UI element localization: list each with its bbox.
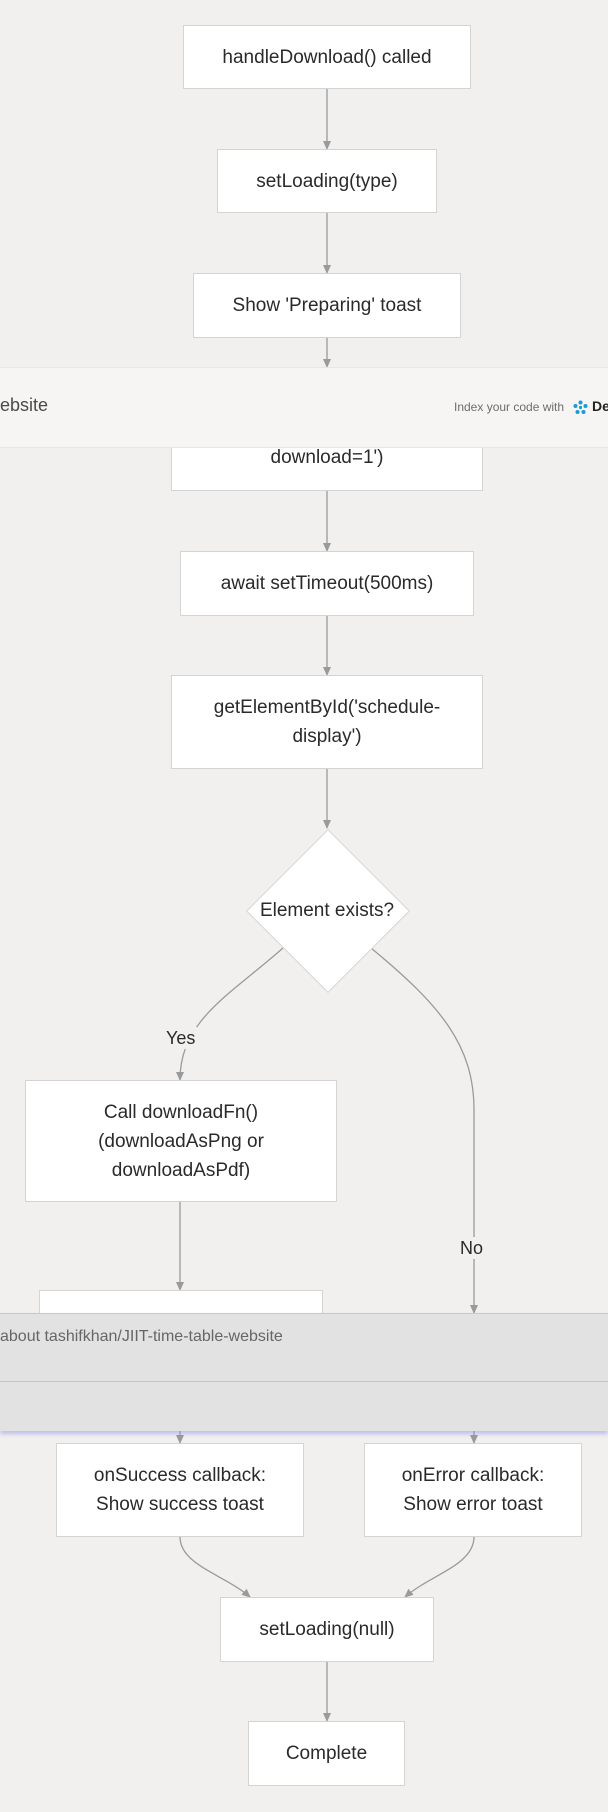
brand-name-fragment[interactable]: De	[592, 398, 608, 414]
set-loading-node: setLoading(type)	[217, 149, 437, 213]
call-download-label-line2: (downloadAsPng or	[98, 1130, 264, 1152]
handle-download-node: handleDownload() called	[183, 25, 471, 89]
call-download-label-line1: Call downloadFn()	[103, 1101, 259, 1123]
call-download-label-line3: downloadAsPdf)	[111, 1159, 251, 1181]
complete-label: Complete	[285, 1743, 368, 1764]
call-download-node: Call downloadFn() (downloadAsPng or down…	[25, 1080, 337, 1202]
on-success-label-line2: Show success toast	[96, 1494, 264, 1515]
ask-bar-divider	[0, 1381, 608, 1382]
edge-onsuccess-to-setloadingnull	[179, 1536, 251, 1598]
handle-download-label: handleDownload() called	[222, 46, 432, 68]
set-loading-null-node: setLoading(null)	[220, 1597, 434, 1662]
ask-question-placeholder[interactable]: about tashifkhan/JIIT-time-table-website	[0, 1328, 283, 1345]
await-timeout-node: await setTimeout(500ms)	[180, 551, 474, 616]
complete-node: Complete	[248, 1721, 405, 1786]
yes-edge-label: Yes	[164, 1027, 198, 1049]
get-element-label-line1: getElementById('schedule-	[213, 697, 441, 718]
brand-logo-icon[interactable]	[573, 400, 588, 415]
edge-decision-no	[370, 947, 478, 1314]
edge-onerror-to-setloadingnull	[404, 1536, 475, 1598]
on-error-label-line1: onError callback:	[401, 1465, 545, 1486]
partial-download-label: download=1')	[270, 447, 384, 468]
decision-label: Element exists?	[247, 870, 407, 950]
repo-title-fragment[interactable]: ebsite	[0, 395, 49, 415]
index-code-text: Index your code with	[454, 400, 565, 414]
ask-question-bar[interactable]: about tashifkhan/JIIT-time-table-website	[0, 1313, 608, 1431]
on-error-label-line2: Show error toast	[403, 1494, 543, 1515]
set-loading-null-label: setLoading(null)	[259, 1619, 395, 1640]
no-edge-label: No	[458, 1237, 486, 1259]
show-preparing-label: Show 'Preparing' toast	[232, 295, 422, 316]
decision-label-line1: Element	[259, 899, 330, 921]
set-loading-label: setLoading(type)	[256, 170, 398, 192]
get-element-node: getElementById('schedule- display')	[171, 675, 483, 769]
on-error-node: onError callback: Show error toast	[364, 1443, 582, 1537]
repo-header-bar: ebsite Index your code with De	[0, 367, 608, 448]
on-success-node: onSuccess callback: Show success toast	[56, 1443, 304, 1537]
show-preparing-node: Show 'Preparing' toast	[193, 273, 461, 338]
await-timeout-label: await setTimeout(500ms)	[220, 573, 434, 594]
on-success-label-line1: onSuccess callback:	[93, 1465, 267, 1486]
edge-decision-yes	[176, 947, 284, 1081]
get-element-label-line2: display')	[292, 726, 362, 747]
decision-label-line2: exists?	[334, 899, 395, 921]
